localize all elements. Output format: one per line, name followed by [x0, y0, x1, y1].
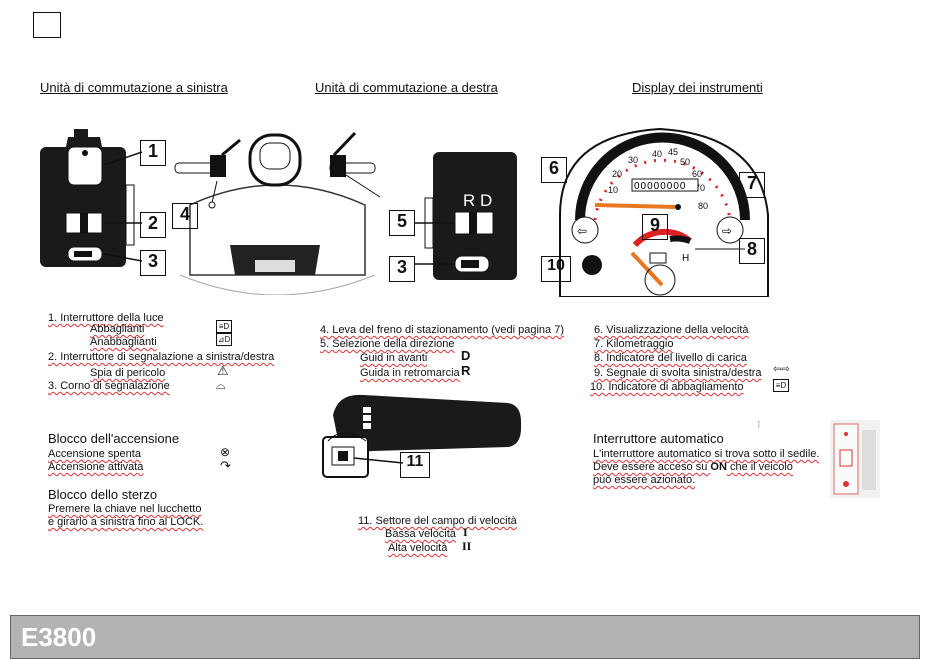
- svg-text:80: 80: [698, 201, 708, 211]
- svg-text:60: 60: [692, 169, 702, 179]
- callout-11: 11: [406, 453, 424, 470]
- heading-right-switch: Unità di commutazione a destra: [315, 80, 498, 95]
- forward-label: Guid in avanti: [360, 352, 428, 364]
- item-6-speed-display: 6. Visualizzazione della velocità: [594, 324, 749, 336]
- callout-6: 6: [548, 158, 559, 178]
- handlebar-diagram: [174, 131, 381, 295]
- high-beam-icon: ≡D: [216, 320, 232, 333]
- item-9-turn-signal: 9. Segnale di svolta sinistra/destra: [594, 367, 762, 379]
- left-switch-diagram: [40, 129, 143, 267]
- ignition-off-icon: ⊗: [220, 445, 231, 459]
- abbaglianti-label: Abbaglianti: [90, 323, 145, 335]
- page-corner-box: [33, 12, 61, 38]
- item-2-turn-signal: 2. Interruttore di segnalazione a sinist…: [48, 351, 275, 363]
- callout-10: 10: [547, 257, 565, 274]
- ignition-on-label: Accensione attivata: [48, 461, 144, 473]
- callout-2: 2: [147, 213, 158, 233]
- ignition-off-label: Accensione spenta: [48, 448, 141, 460]
- faint-i-mark: I: [757, 419, 761, 431]
- callout-1: 1: [147, 141, 158, 161]
- callout-4: 4: [179, 204, 190, 224]
- turn-signal-icon: ⇦⇨: [773, 364, 790, 375]
- svg-text:⇦: ⇦: [577, 224, 587, 238]
- item-7-odometer: 7. Kilometraggio: [594, 338, 674, 350]
- svg-text:10: 10: [608, 185, 618, 195]
- circuit-breaker-image: [830, 420, 880, 498]
- item-5-direction: 5. Selezione della direzione: [320, 338, 455, 350]
- breaker-line3: può essere azionato.: [593, 474, 696, 486]
- high-speed-symbol: II: [462, 539, 472, 553]
- horn-icon: ⌓: [216, 378, 226, 392]
- reverse-symbol: R: [461, 363, 471, 378]
- reverse-label: Guida in retromarcia: [360, 367, 460, 379]
- throttle-grip-diagram: [322, 394, 522, 478]
- svg-text:45: 45: [668, 147, 678, 157]
- ignition-lock-title: Blocco dell'accensione: [48, 431, 180, 446]
- low-beam-icon: ⊿D: [216, 333, 232, 346]
- steering-lock-line2: e girarlo a sinistra fino al LOCK.: [48, 516, 204, 528]
- heading-instrument-display: Display dei instrumenti: [632, 80, 763, 95]
- callout-7: 7: [746, 173, 757, 193]
- odometer-readout: 00000000: [634, 181, 687, 192]
- callout-8: 8: [746, 239, 757, 259]
- steering-lock-title: Blocco dello sterzo: [48, 487, 158, 502]
- svg-text:⇨: ⇨: [722, 224, 732, 238]
- item-10-high-beam: 10. Indicatore di abbagliamento: [590, 381, 744, 393]
- svg-text:30: 30: [628, 155, 638, 165]
- svg-text:50: 50: [680, 157, 690, 167]
- item-11-speed-selector: 11. Settore del campo di velocità: [358, 515, 517, 527]
- high-beam-indicator-icon: ≡D: [773, 379, 789, 392]
- high-speed-label: Alta velocità: [388, 542, 448, 554]
- spia-label: Spia di pericolo: [90, 367, 166, 379]
- right-switch-diagram: R D: [415, 152, 517, 280]
- item-8-charge-indicator: 8. Indicatore del livello di carica: [594, 352, 747, 364]
- breaker-title: Interruttore automatico: [593, 431, 724, 446]
- rd-label: R D: [463, 191, 492, 210]
- callout-3b: 3: [396, 257, 407, 277]
- low-speed-symbol: I: [463, 525, 468, 539]
- item-3-horn: 3. Corno di segnalazione: [48, 380, 170, 392]
- steering-lock-line1: Premere la chiave nel lucchetto: [48, 503, 202, 515]
- ignition-on-icon: ↷: [220, 458, 231, 473]
- charge-h-label: H: [682, 253, 689, 264]
- model-name: E3800: [21, 622, 97, 652]
- anabbaglianti-label: Anabbaglianti: [90, 336, 157, 348]
- svg-text:70: 70: [695, 183, 705, 193]
- hazard-icon: ⚠: [217, 363, 229, 378]
- item-4-parking-brake: 4. Leva del freno di stazionamento (vedi…: [320, 324, 564, 336]
- svg-text:20: 20: [612, 169, 622, 179]
- callout-5: 5: [396, 211, 407, 231]
- breaker-line2: Deve essere acceso su ON che il veicolo: [593, 461, 793, 473]
- footer-bar: E3800: [10, 615, 920, 659]
- callout-3: 3: [147, 251, 158, 271]
- low-speed-label: Bassa velocità: [385, 528, 456, 540]
- item-1-light-switch: 1. Interruttore della luce: [48, 312, 164, 324]
- callout-9: 9: [649, 215, 660, 235]
- forward-symbol: D: [461, 348, 471, 363]
- heading-left-switch: Unità di commutazione a sinistra: [40, 80, 228, 95]
- breaker-line1: L'interruttore automatico si trova sotto…: [593, 448, 820, 460]
- svg-text:40: 40: [652, 149, 662, 159]
